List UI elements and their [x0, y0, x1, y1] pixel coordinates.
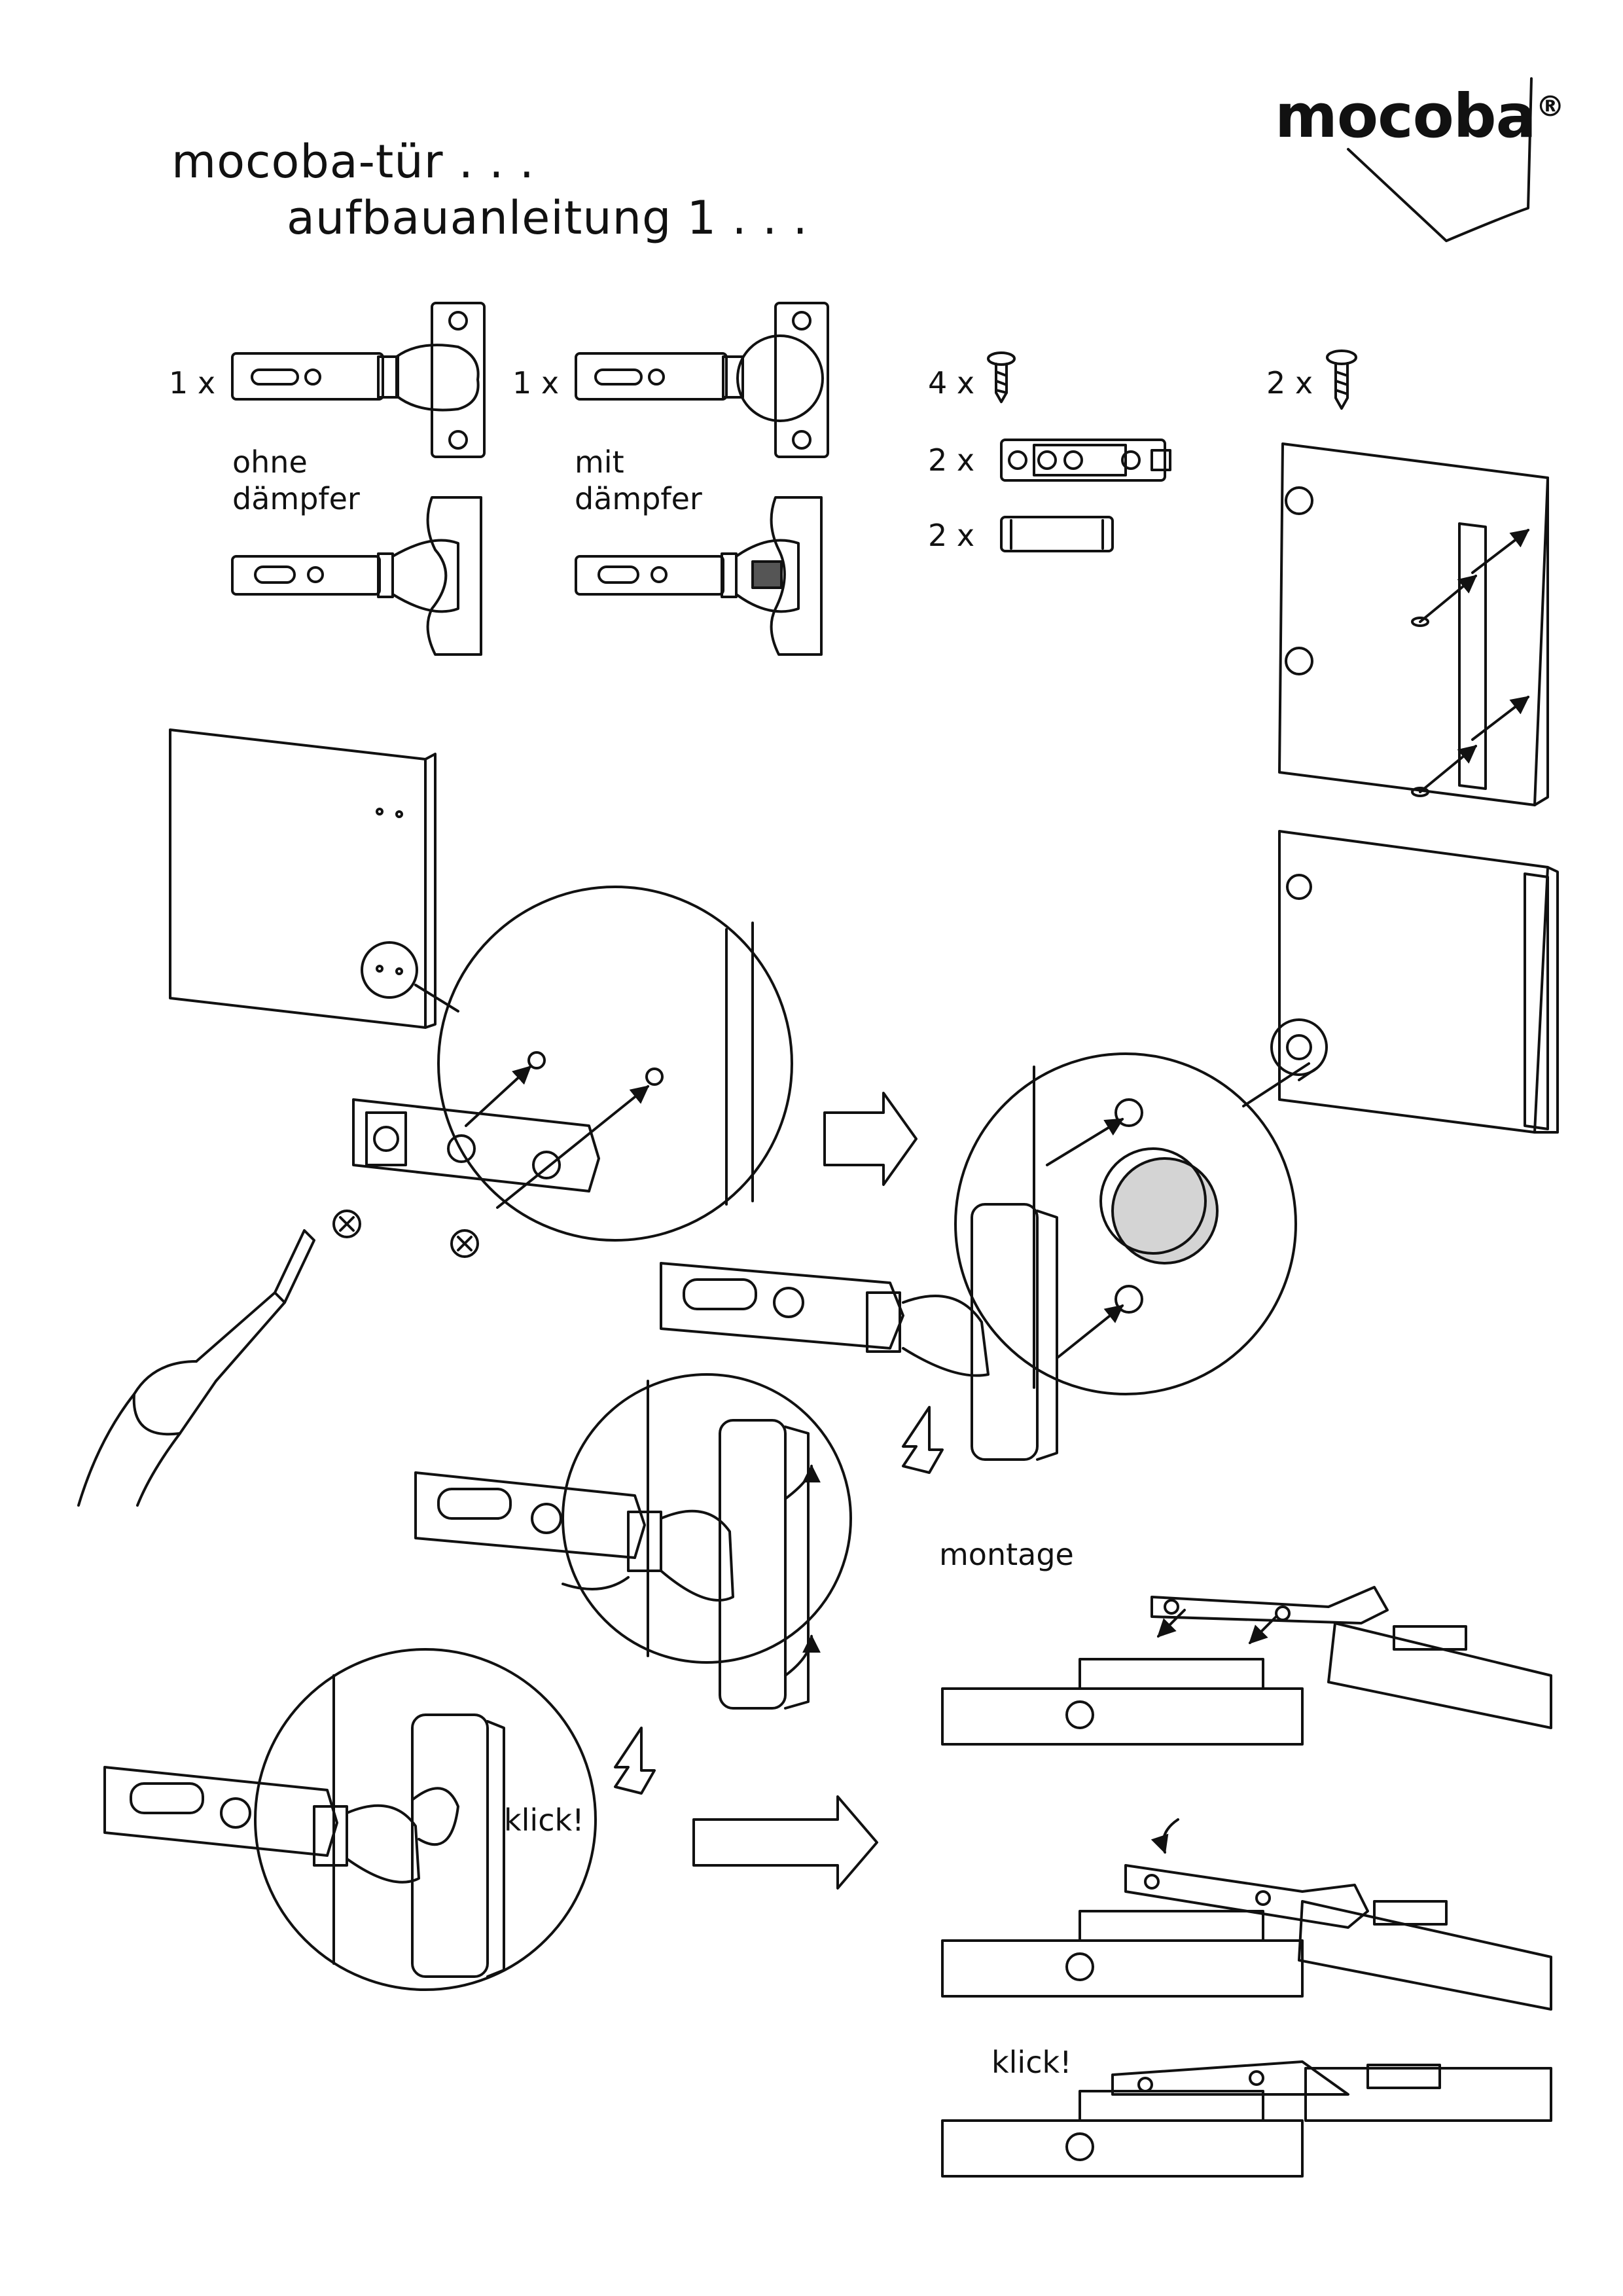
- door-panel-mid-right: [1270, 830, 1559, 1134]
- hinge-plain-label-line1: ohne: [232, 444, 308, 480]
- arrow-step-3: [614, 1727, 656, 1795]
- hinge-assembly-right: [660, 1203, 1058, 1461]
- spacer-qty: 2 x: [928, 518, 975, 553]
- click-label-bottom: klick!: [991, 2045, 1072, 2080]
- door-panel-left: [169, 728, 459, 1029]
- mounting-plate-qty: 2 x: [928, 442, 975, 478]
- hinge-plain-qty: 1 x: [169, 365, 216, 401]
- hinge-plain-side-icon: [231, 496, 482, 656]
- mounting-plate-assembly-left: [332, 1098, 600, 1258]
- page-title-line2: aufbauanleitung 1 . . .: [287, 191, 808, 245]
- arrow-step-2: [902, 1406, 944, 1474]
- hinge-plain-label-line2: dämpfer: [232, 481, 360, 517]
- screwdriver-icon: [77, 1229, 315, 1507]
- brand-logo: mocoba®: [1275, 86, 1565, 147]
- hinge-assembly-bottom-left: [103, 1713, 505, 1978]
- screw-small-icon: [987, 351, 1016, 403]
- page-title-line1: mocoba-tür . . .: [171, 135, 535, 188]
- detail-circle-right: [954, 1052, 1310, 1395]
- detail-circle-bottom-left: [254, 1648, 597, 1991]
- screw-small-qty: 4 x: [928, 365, 975, 401]
- hinge-damper-qty: 1 x: [512, 365, 560, 401]
- montage-step-3: [941, 2060, 1552, 2178]
- hinge-assembly-middle: [414, 1419, 821, 1710]
- hinge-damper-label-line1: mit: [575, 444, 624, 480]
- detail-circle-left: [437, 886, 793, 1242]
- spacer-icon: [1000, 516, 1114, 552]
- brand-registered-mark: ®: [1535, 90, 1565, 124]
- montage-label: montage: [939, 1537, 1074, 1572]
- hinge-plain-icon: [231, 302, 486, 458]
- logo-sheet-outline: [1347, 77, 1533, 242]
- brand-name: mocoba: [1275, 81, 1537, 151]
- hinge-damper-icon: [575, 302, 829, 458]
- montage-step-1: [941, 1586, 1552, 1746]
- arrow-step-4: [692, 1795, 878, 1890]
- door-panel-top-right: [1278, 442, 1549, 806]
- detail-circle-middle: [562, 1373, 852, 1664]
- mounting-plate-icon: [1000, 439, 1171, 482]
- montage-step-2: [941, 1818, 1552, 2011]
- hinge-damper-label-line2: dämpfer: [575, 481, 702, 517]
- hinge-damper-side-icon: [575, 496, 823, 656]
- click-label-mid: klick!: [504, 1803, 584, 1838]
- screw-large-qty: 2 x: [1266, 365, 1313, 401]
- arrow-step-1: [823, 1092, 918, 1186]
- screw-large-icon: [1326, 350, 1357, 410]
